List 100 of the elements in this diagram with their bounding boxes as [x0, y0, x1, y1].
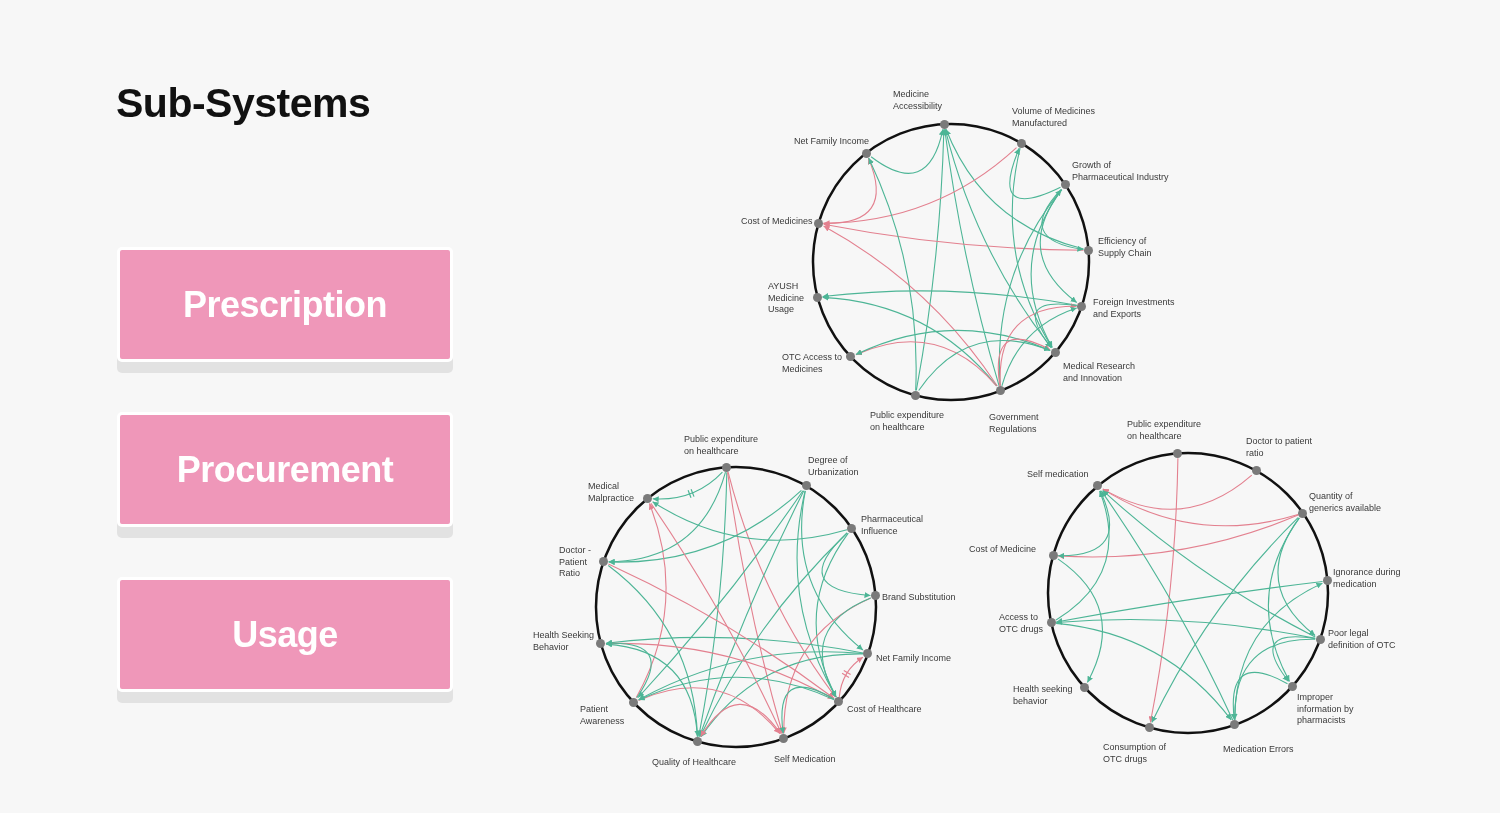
- arrow: [781, 597, 872, 735]
- arrow: [821, 597, 872, 698]
- arrow: [1231, 638, 1316, 721]
- arrow: [699, 532, 848, 738]
- variable-label: Access to OTC drugs: [999, 612, 1044, 635]
- variable-label: Pharmaceutical Influence: [861, 514, 925, 537]
- variable-label: Doctor - Patient Ratio: [559, 545, 592, 580]
- arrow: [822, 157, 877, 224]
- arrow: [1041, 189, 1084, 252]
- arrow: [607, 563, 835, 699]
- arrow: [607, 564, 701, 738]
- variable-label: Cost of Medicines: [741, 216, 813, 228]
- arrow: [815, 532, 849, 698]
- arrow: [605, 636, 864, 654]
- arrow: [1057, 558, 1103, 683]
- arrow: [638, 676, 835, 701]
- variable-label: Poor legal definition of OTC: [1328, 628, 1397, 651]
- arrow: [823, 147, 1018, 227]
- arrow: [700, 703, 782, 738]
- arrow: [1102, 488, 1299, 527]
- arrow: [605, 640, 652, 699]
- variable-label: Public expenditure on healthcare: [870, 410, 946, 433]
- arrow: [1057, 514, 1299, 560]
- arrow: [870, 128, 945, 174]
- arrow: [700, 653, 864, 738]
- variable-label: Quality of Healthcare: [652, 757, 737, 769]
- variable-label: OTC Access to Medicines: [782, 352, 844, 375]
- variable-label: Cost of Medicine: [969, 544, 1037, 556]
- variable-label: Net Family Income: [794, 136, 870, 148]
- arrow: [1009, 147, 1062, 200]
- arrow: [942, 128, 1000, 387]
- arrow: [698, 490, 805, 738]
- arrow: [1055, 619, 1316, 639]
- arrow: [915, 128, 947, 391]
- variable-label: Medicine Accessibility: [893, 89, 943, 112]
- variable-label: Doctor to patient ratio: [1246, 436, 1314, 459]
- arrow: [727, 471, 836, 698]
- variable-label: Medical Malpractice: [588, 481, 635, 504]
- subsystem-button: Procurement: [117, 412, 453, 538]
- delayed-arrow: [838, 656, 864, 698]
- page-title: Sub-Systems: [116, 83, 371, 124]
- arrow: [1148, 457, 1179, 724]
- arrow: [823, 225, 998, 387]
- arrow: [637, 687, 781, 735]
- arrow: [1100, 490, 1234, 721]
- variable-label: Ignorance during medication: [1333, 567, 1402, 590]
- arrow: [608, 471, 727, 565]
- arrow: [1230, 671, 1289, 721]
- variable-label: Health seeking behavior: [1013, 684, 1074, 707]
- arrow: [1151, 517, 1299, 724]
- variable-label: Volume of Medicines Manufactured: [1012, 106, 1097, 129]
- variable-label: Efficiency of Supply Chain: [1098, 236, 1153, 259]
- arrow: [868, 157, 917, 391]
- subsystem-button: Prescription: [117, 247, 453, 373]
- variable-label: Medical Research and Innovation: [1063, 361, 1137, 384]
- variable-label: Net Family Income: [876, 653, 952, 665]
- variable-label: Quantity of generics available: [1309, 491, 1383, 514]
- variable-label: Self medication: [1027, 469, 1089, 481]
- arrow: [1055, 580, 1324, 624]
- variable-label: Degree of Urbanization: [808, 455, 860, 478]
- variable-label: Foreign Investments and Exports: [1093, 297, 1176, 320]
- variable-label: Public expenditure on healthcare: [684, 434, 760, 457]
- arrow: [727, 471, 784, 735]
- arrow: [1102, 489, 1316, 638]
- arrow: [801, 490, 864, 651]
- arrow: [605, 641, 698, 738]
- arrow: [652, 501, 848, 541]
- arrow: [608, 489, 802, 565]
- variable-label: Improper information by pharmacists: [1297, 692, 1355, 727]
- variable-label: Growth of Pharmaceutical Industry: [1072, 160, 1170, 183]
- arrow: [1272, 636, 1316, 682]
- variable-label: Brand Substitution: [882, 592, 956, 604]
- arrow: [650, 502, 783, 735]
- arrow: [1277, 517, 1316, 637]
- arrow: [1267, 517, 1300, 682]
- arrow: [918, 339, 1051, 392]
- subsystem-button: Usage: [117, 577, 453, 703]
- arrow: [945, 128, 1085, 250]
- arrow: [823, 222, 1085, 251]
- variable-label: Cost of Healthcare: [847, 704, 922, 716]
- variable-label: Medication Errors: [1223, 744, 1294, 756]
- variable-label: AYUSH Medicine Usage: [768, 281, 806, 316]
- arrow: [779, 686, 835, 735]
- arrow: [696, 471, 728, 738]
- arrow: [637, 490, 804, 699]
- variable-label: Health Seeking Behavior: [533, 630, 595, 653]
- arrow: [997, 338, 1051, 387]
- variable-label: Patient Awareness: [580, 704, 626, 727]
- variable-label: Public expenditure on healthcare: [1127, 419, 1203, 442]
- arrow: [1034, 303, 1078, 349]
- arrow: [1055, 622, 1232, 721]
- variable-label: Government Regulations: [989, 412, 1040, 435]
- variable-label: Consumption of OTC drugs: [1103, 742, 1168, 765]
- arrow: [1055, 490, 1110, 621]
- arrow: [1057, 490, 1111, 559]
- variable-label: Self Medication: [774, 754, 836, 766]
- arrow: [822, 290, 1078, 306]
- arrow: [1011, 147, 1053, 349]
- delayed-arrow: [652, 471, 723, 502]
- arrow: [635, 502, 667, 699]
